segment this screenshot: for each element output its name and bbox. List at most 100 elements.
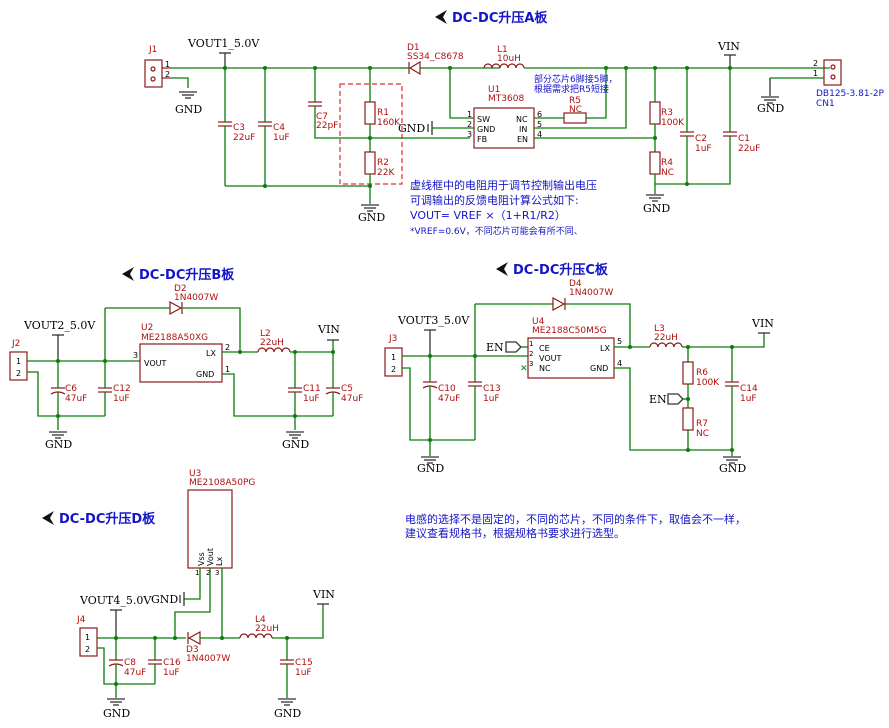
gnd-label-d1: GND	[103, 707, 130, 720]
u3-pin-vout: Vout	[206, 548, 215, 566]
u1-pin-en: EN	[517, 135, 528, 144]
u2-val: ME2188A50XG	[141, 333, 208, 343]
c14-ref: C14	[740, 384, 758, 394]
note-inductor-line1: 电感的选择不是固定的，不同的芯片，不同的条件下，取值会不一样，	[405, 512, 746, 526]
gnd-label-b1: GND	[45, 438, 72, 451]
cn1-val: DB125-3.81-2P	[816, 89, 885, 99]
c6-val: 47uF	[65, 394, 87, 404]
u4-pin3: 3	[529, 360, 533, 368]
c16-val: 1uF	[163, 668, 180, 678]
u2-chip	[139, 343, 223, 383]
u4-val: ME2188C50M5G	[532, 326, 607, 336]
j1-ref: J1	[148, 45, 157, 55]
l2-ref: L2	[260, 329, 271, 339]
l3-inductor	[649, 342, 683, 348]
u3-pin-lx: Lx	[215, 557, 224, 566]
gnd-label-r2: GND	[358, 211, 385, 224]
c7-val: 22pF	[316, 121, 338, 131]
r7-resistor	[682, 407, 694, 431]
board-b: J2 1 2 VOUT2_5.0V GND C6 47uF C12 1uF D2…	[9, 284, 363, 451]
note-fb-line1: 虚线框中的电阻用于调节控制输出电压	[410, 178, 597, 192]
c8-val: 47uF	[124, 668, 146, 678]
u4-pin-lx: LX	[600, 344, 610, 353]
r4-ref: R4	[661, 158, 673, 168]
c11-ref: C11	[303, 384, 321, 394]
c4-val: 1uF	[273, 133, 290, 143]
r6-val: 100K	[696, 378, 720, 388]
vin-label-b: VIN	[317, 323, 340, 336]
r2-val: 22K	[377, 168, 395, 178]
gnd-label-d2: GND	[274, 707, 301, 720]
gnd-label-c1: GND	[417, 462, 444, 475]
c3-val: 22uF	[233, 133, 255, 143]
r2-ref: R2	[377, 158, 389, 168]
l1-inductor	[483, 63, 525, 69]
u1-pin6: 6	[537, 110, 542, 119]
l3-ref: L3	[654, 324, 665, 334]
u1-pin-fb: FB	[477, 135, 487, 144]
l1-val: 10uH	[497, 54, 521, 64]
title-c: DC-DC升压C板	[496, 262, 609, 278]
j4-pin1: 1	[85, 633, 90, 642]
note-pin-line1: 部分芯片6脚接5脚，	[534, 73, 617, 85]
u3-pin3: 3	[215, 569, 219, 577]
title-a: DC-DC升压A板	[435, 10, 548, 26]
j3-pin2: 2	[391, 365, 396, 374]
u4-nc-cross-icon: ✕	[520, 364, 528, 374]
vout3-label: VOUT3_5.0V	[397, 314, 470, 327]
gnd-label-c2: GND	[719, 462, 746, 475]
l4-val: 22uH	[255, 624, 279, 634]
c10-val: 47uF	[438, 394, 460, 404]
u3-ref: U3	[189, 469, 201, 479]
u1-pin1: 1	[467, 110, 472, 119]
r5-ref: R5	[569, 96, 581, 106]
u4-pin5: 5	[617, 337, 622, 346]
u4-pin-ce: CE	[539, 344, 550, 353]
u4-chip	[527, 337, 615, 379]
gnd-label: GND	[175, 103, 202, 116]
r2-resistor	[364, 151, 376, 175]
gnd-label-u1: GND	[398, 122, 425, 135]
title-d: DC-DC升压D板	[42, 511, 156, 527]
j4-ref: J4	[76, 615, 86, 625]
c10-ref: C10	[438, 384, 456, 394]
u3-pin-vss: Vss	[197, 552, 206, 566]
u1-pin-in: IN	[519, 125, 527, 134]
u2-pin-gnd: GND	[196, 370, 214, 379]
r3-ref: R3	[661, 108, 673, 118]
c2-ref: C2	[695, 134, 707, 144]
gnd-label-cn1: GND	[757, 102, 784, 115]
note-fb-vref: *VREF=0.6V，不同芯片可能会有所不同、	[410, 225, 583, 237]
r1-resistor	[364, 101, 376, 125]
en-label-c-divider: EN	[649, 393, 667, 406]
c7-ref: C7	[316, 112, 328, 122]
r3-resistor	[649, 101, 661, 125]
j3-connector	[384, 347, 403, 377]
u1-pin4: 4	[537, 130, 542, 139]
u1-pin-gnd: GND	[477, 125, 495, 134]
cn1-pin2: 2	[813, 59, 818, 68]
r4-resistor	[649, 151, 661, 175]
j2-pin2: 2	[16, 369, 21, 378]
j4-pin2: 2	[85, 645, 90, 654]
r1-ref: R1	[377, 108, 389, 118]
u1-pin2: 2	[467, 120, 472, 129]
u4-pin-gnd: GND	[590, 364, 608, 373]
c5-ref: C5	[341, 384, 353, 394]
l2-inductor	[257, 347, 291, 353]
u3-chip	[187, 489, 233, 569]
note-fb-line2: 可调输出的反馈电阻计算公式如下:	[410, 193, 579, 207]
d1-ref: D1	[407, 43, 420, 53]
cn1-ref: CN1	[816, 99, 835, 109]
vin-label-a: VIN	[717, 40, 740, 53]
u4-pin2: 2	[529, 350, 533, 358]
d4-ref: D4	[569, 279, 582, 289]
j4-connector	[79, 627, 98, 657]
c12-ref: C12	[113, 384, 131, 394]
gnd-label-r4: GND	[643, 202, 670, 215]
note-pin-line2: 根据需求把R5短接	[534, 83, 609, 95]
c2-val: 1uF	[695, 144, 712, 154]
c13-ref: C13	[483, 384, 501, 394]
feedback-divider-box	[339, 83, 403, 185]
gnd-label-u3: GND	[151, 593, 178, 606]
